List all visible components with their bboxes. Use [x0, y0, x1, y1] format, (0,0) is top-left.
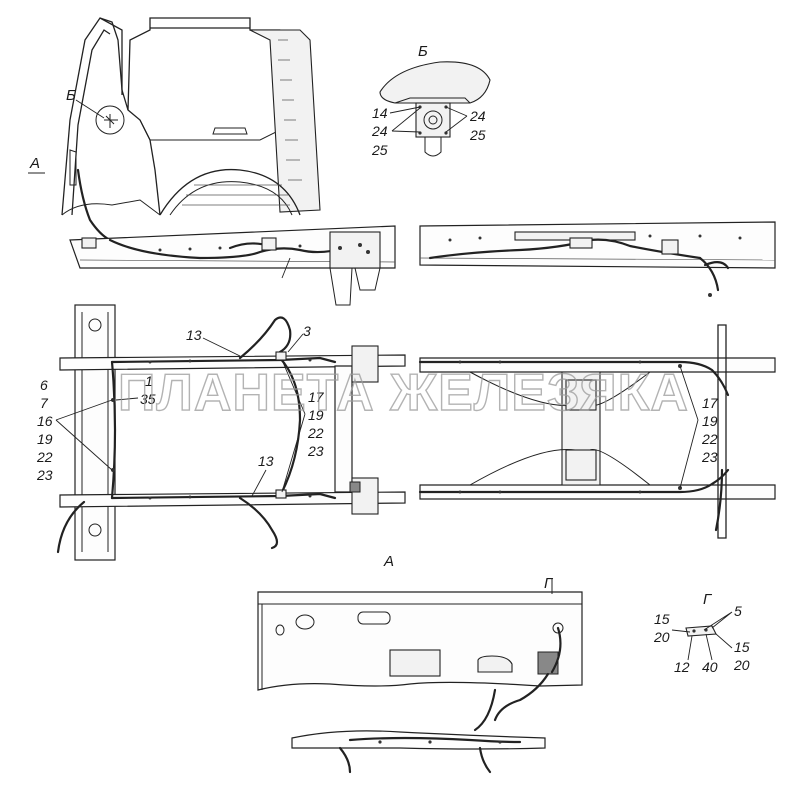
rear-label-17: 17: [702, 395, 719, 411]
part-label-13-top: 13: [186, 327, 202, 343]
watermark: ПЛАНЕТА ЖЕЛЕЗЯКА: [118, 364, 689, 422]
mid-label-23: 23: [307, 443, 324, 459]
detail-g-label-15-right: 15: [734, 639, 750, 655]
detail-g-label-40: 40: [702, 659, 718, 675]
view-label-g-detail: Г: [703, 591, 713, 608]
mid-label-22: 22: [307, 425, 324, 441]
front-label-16: 16: [37, 413, 53, 429]
detail-b-view: [379, 61, 491, 157]
part-label-1: 1: [145, 373, 153, 389]
view-label-g-panel: Г: [544, 575, 554, 592]
front-label-19: 19: [37, 431, 53, 447]
rear-label-22: 22: [701, 431, 718, 447]
detail-b-label-24-left: 24: [371, 123, 388, 139]
detail-b-label-25-left: 25: [371, 142, 388, 158]
mid-label-19: 19: [308, 407, 324, 423]
rear-label-23: 23: [701, 449, 718, 465]
detail-g-label-20-right: 20: [733, 657, 750, 673]
detail-b-label-25-right: 25: [469, 127, 486, 143]
front-label-6: 6: [40, 377, 48, 393]
detail-b-label-14: 14: [372, 105, 388, 121]
detail-g-label-12: 12: [674, 659, 690, 675]
detail-g-label-15-left: 15: [654, 611, 670, 627]
frame-rear-side-view: [419, 221, 776, 297]
part-label-35: 35: [140, 391, 156, 407]
detail-b-label-24-right: 24: [469, 108, 486, 124]
mid-label-17: 17: [308, 389, 325, 405]
cab-side-view: [61, 17, 396, 306]
chassis-top-view: [56, 304, 406, 561]
view-label-a-side: А: [29, 155, 40, 172]
view-label-a-bottom: А: [383, 553, 394, 570]
front-label-22: 22: [36, 449, 53, 465]
view-label-b-cab: Б: [66, 87, 76, 104]
rear-label-19: 19: [702, 413, 718, 429]
part-label-13-bottom: 13: [258, 453, 274, 469]
rear-chassis-top-view: [418, 324, 776, 539]
rear-cab-panel-view: [257, 591, 583, 774]
detail-g-label-5: 5: [734, 603, 742, 619]
detail-g-label-20-left: 20: [653, 629, 670, 645]
part-label-3: 3: [303, 323, 311, 339]
detail-g-view: [685, 625, 717, 637]
front-label-7: 7: [40, 395, 49, 411]
front-label-23: 23: [36, 467, 53, 483]
view-label-b-top: Б: [418, 43, 428, 60]
